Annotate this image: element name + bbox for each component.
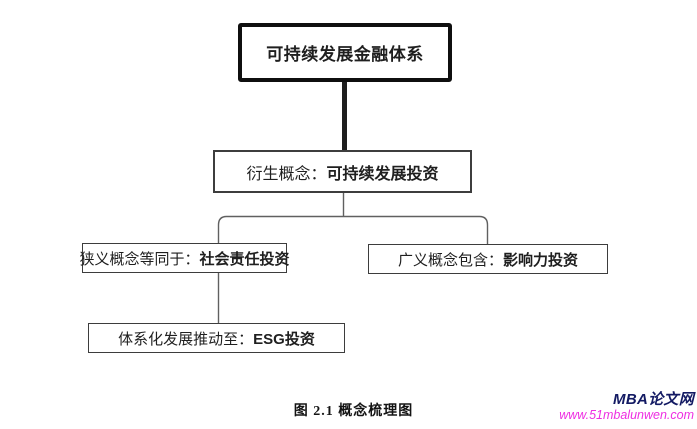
broad-concept-box: 广义概念包含：影响力投资 bbox=[368, 244, 608, 274]
esg-box-prefix: 体系化发展推动至： bbox=[118, 330, 254, 348]
root-box-label: 可持续发展金融体系 bbox=[266, 45, 424, 64]
broad-box-prefix: 广义概念包含： bbox=[397, 251, 503, 269]
esg-concept-box: 体系化发展推动至：ESG投资 bbox=[88, 323, 345, 353]
narrow-concept-box: 狭义概念等同于：社会责任投资 bbox=[79, 243, 290, 273]
narrow-box-prefix: 狭义概念等同于： bbox=[79, 250, 200, 268]
derived-box-term: 可持续发展投资 bbox=[326, 165, 439, 183]
derived-box-prefix: 衍生概念： bbox=[246, 165, 327, 183]
derived-concept-box: 衍生概念：可持续发展投资 bbox=[213, 150, 472, 193]
watermark: MBA论文网 www.51mbalunwen.com bbox=[559, 391, 694, 422]
watermark-site-name: MBA论文网 bbox=[613, 391, 694, 408]
broad-box-term: 影响力投资 bbox=[503, 251, 579, 269]
root-box-sustainable-finance-system: 可持续发展金融体系 bbox=[238, 23, 452, 82]
esg-box-term: ESG投资 bbox=[253, 330, 315, 348]
watermark-site-url[interactable]: www.51mbalunwen.com bbox=[559, 407, 694, 422]
connector-branch-bracket bbox=[217, 215, 489, 245]
narrow-box-term: 社会责任投资 bbox=[199, 250, 290, 268]
figure-caption: 图 2.1 概念梳理图 bbox=[293, 404, 414, 419]
